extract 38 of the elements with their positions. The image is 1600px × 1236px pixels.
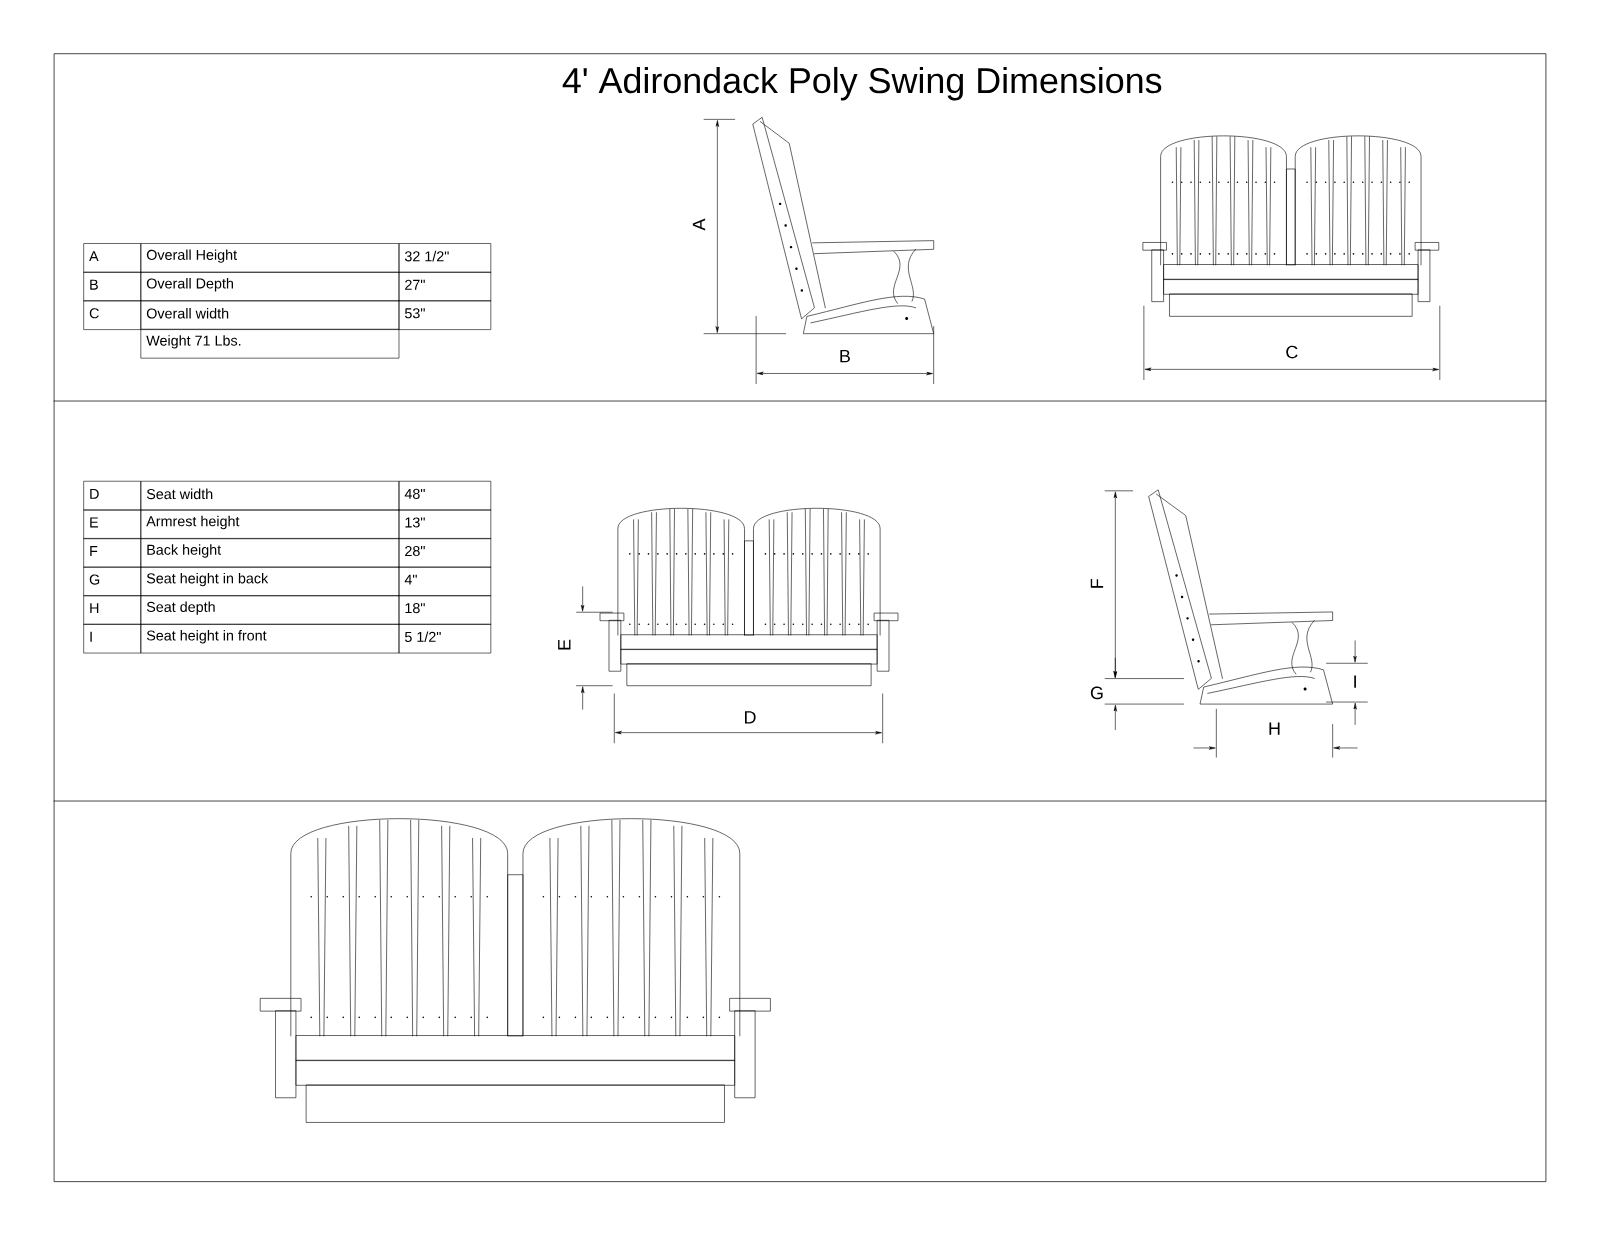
table-cell: 28" bbox=[398, 538, 492, 568]
table-cell: Overall Height bbox=[140, 243, 400, 273]
dimension-label: D bbox=[745, 711, 756, 724]
table-cell: 18" bbox=[398, 595, 492, 625]
dimension-label: I bbox=[1354, 675, 1356, 688]
table-cell: 13" bbox=[398, 510, 492, 540]
table-cell: 27" bbox=[398, 272, 492, 302]
table-cell: H bbox=[83, 595, 142, 625]
table-cell: 48" bbox=[398, 481, 492, 511]
table-cell: Overall Depth bbox=[140, 272, 400, 302]
table-cell: Seat height in front bbox=[140, 624, 400, 654]
table-cell: 4" bbox=[398, 567, 492, 597]
table-cell: 32 1/2" bbox=[398, 243, 492, 273]
table-cell: G bbox=[83, 567, 142, 597]
table-cell: Seat width bbox=[140, 481, 400, 511]
table-cell: C bbox=[83, 300, 142, 331]
table-cell: Overall width bbox=[140, 300, 400, 331]
table-cell: Armrest height bbox=[140, 510, 400, 540]
table-cell: 5 1/2" bbox=[398, 624, 492, 654]
dimension-label: F bbox=[1090, 579, 1104, 588]
dimension-label: G bbox=[1090, 686, 1103, 700]
table-cell: 53" bbox=[398, 300, 492, 331]
title: 4' Adirondack Poly Swing Dimensions bbox=[562, 67, 1162, 101]
dimension-label: H bbox=[1269, 722, 1280, 735]
table-cell: I bbox=[83, 624, 142, 654]
table-cell: D bbox=[83, 481, 142, 511]
dimension-label: B bbox=[840, 350, 850, 363]
table-cell: F bbox=[83, 538, 142, 568]
table-cell: Back height bbox=[140, 538, 400, 568]
table-cell: B bbox=[83, 272, 142, 302]
dimension-label: C bbox=[1286, 345, 1298, 359]
table-cell: Seat height in back bbox=[140, 567, 400, 597]
dimension-label: E bbox=[558, 639, 571, 650]
table-cell: E bbox=[83, 510, 142, 540]
table-cell: Weight 71 Lbs. bbox=[140, 329, 400, 359]
dimension-label: A bbox=[692, 218, 706, 231]
table-cell: A bbox=[83, 243, 142, 273]
table-cell: Seat depth bbox=[140, 595, 400, 625]
